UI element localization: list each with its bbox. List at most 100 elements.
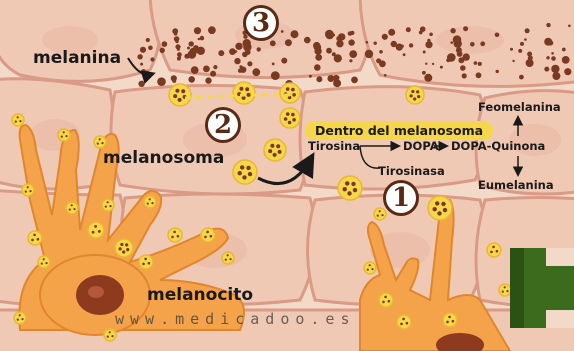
melanosome — [201, 228, 215, 242]
melanosoma-label: melanosoma — [103, 148, 224, 168]
melanin-granule — [213, 65, 217, 69]
melanosome — [88, 222, 104, 238]
melanin-granule — [478, 62, 482, 66]
melanin-granule — [379, 60, 386, 67]
melanin-granule — [429, 33, 433, 37]
melanin-granule — [194, 27, 201, 34]
melanosome — [406, 86, 424, 104]
melanin-granule — [463, 26, 468, 31]
melanosome — [14, 312, 26, 324]
melanin-granule — [424, 74, 432, 82]
melanin-granule — [285, 39, 292, 46]
melanin-granule — [422, 71, 426, 75]
melanin-granule — [326, 48, 332, 54]
melanosome — [38, 256, 50, 268]
melanin-granule — [457, 51, 463, 57]
melanin-granule — [218, 50, 224, 56]
melanin-granule — [425, 63, 427, 65]
melanin-granule — [205, 77, 211, 83]
melanosome — [280, 108, 300, 128]
melanin-granule — [291, 30, 299, 38]
step-2-badge: 2 — [205, 107, 241, 143]
melanosome — [374, 208, 386, 220]
melanin-granule — [474, 61, 478, 65]
melanin-granule — [450, 28, 455, 33]
melanin-granule — [460, 65, 466, 71]
melanocito-label: melanocito — [147, 285, 253, 305]
melanin-granule — [179, 56, 182, 59]
melanosome — [264, 139, 286, 161]
step-1-badge: 1 — [383, 180, 419, 216]
melanin-granule — [210, 71, 216, 77]
melanin-granule — [382, 34, 388, 40]
melanosome — [169, 84, 191, 106]
melanosome — [104, 329, 116, 341]
melanin-granule — [148, 46, 153, 51]
melanin-granule — [419, 31, 423, 35]
melanosome — [115, 239, 133, 257]
melanin-granule — [184, 54, 189, 59]
melanin-granule — [351, 77, 358, 84]
melanin-granule — [454, 39, 462, 47]
melanin-granule — [235, 50, 238, 53]
eumelanina-label: Eumelanina — [478, 178, 554, 192]
melanin-granule — [480, 41, 485, 46]
melanin-granule — [348, 31, 353, 36]
melanin-granule — [564, 60, 567, 63]
melanosome — [280, 83, 300, 103]
melanin-granule — [401, 45, 404, 48]
melanin-granule — [425, 41, 432, 48]
melanin-granule — [162, 41, 168, 47]
melanosome — [102, 199, 114, 211]
melanin-granule — [496, 70, 499, 73]
melanina-label: melanina — [33, 48, 121, 68]
melanin-granule — [450, 41, 453, 44]
melanin-granule — [309, 75, 312, 78]
melanin-granule — [270, 40, 276, 46]
melanin-granule — [447, 53, 456, 62]
melanin-granule — [281, 30, 284, 33]
melanin-granule — [562, 48, 566, 52]
melanin-granule — [175, 40, 178, 43]
tirosinasa-label: Tirosinasa — [378, 164, 445, 178]
melanin-granule — [546, 56, 549, 59]
melanin-granule — [463, 53, 470, 60]
melanin-granule — [281, 58, 287, 64]
melanin-granule — [512, 60, 514, 62]
melanin-granule — [236, 44, 241, 49]
melanin-granule — [384, 74, 387, 77]
dopa-quinona-label: DOPA-Quinona — [451, 139, 545, 153]
melanin-granule — [440, 66, 443, 69]
melanin-granule — [495, 33, 500, 38]
melanosome — [338, 176, 362, 200]
melanin-granule — [403, 53, 406, 56]
melanosome — [379, 293, 393, 307]
melanin-granule — [546, 23, 550, 27]
melanin-granule — [325, 30, 334, 39]
melanin-granule — [518, 49, 522, 53]
melanosome — [487, 243, 501, 257]
melanin-granule — [336, 40, 343, 47]
melanin-granule — [189, 41, 194, 46]
melanosome — [233, 160, 257, 184]
melanin-granule — [137, 54, 142, 59]
melanocyte-nucleus — [76, 275, 124, 315]
logo-mark — [510, 248, 574, 328]
melanin-granule — [520, 42, 524, 46]
step-3-badge: 3 — [243, 5, 279, 41]
melanin-granule — [174, 32, 178, 36]
melanin-granule — [510, 48, 513, 51]
melanin-granule — [470, 42, 475, 47]
melanin-granule — [193, 45, 199, 51]
melanin-granule — [252, 68, 260, 76]
melanosome — [12, 114, 24, 126]
melanosome — [443, 313, 457, 327]
melanin-granule — [157, 77, 166, 86]
melanin-granule — [316, 76, 322, 82]
melanin-granule — [234, 58, 240, 64]
melanin-granule — [188, 76, 195, 83]
melanin-granule — [333, 79, 341, 87]
melanin-granule — [388, 29, 395, 36]
melanin-granule — [314, 47, 321, 54]
